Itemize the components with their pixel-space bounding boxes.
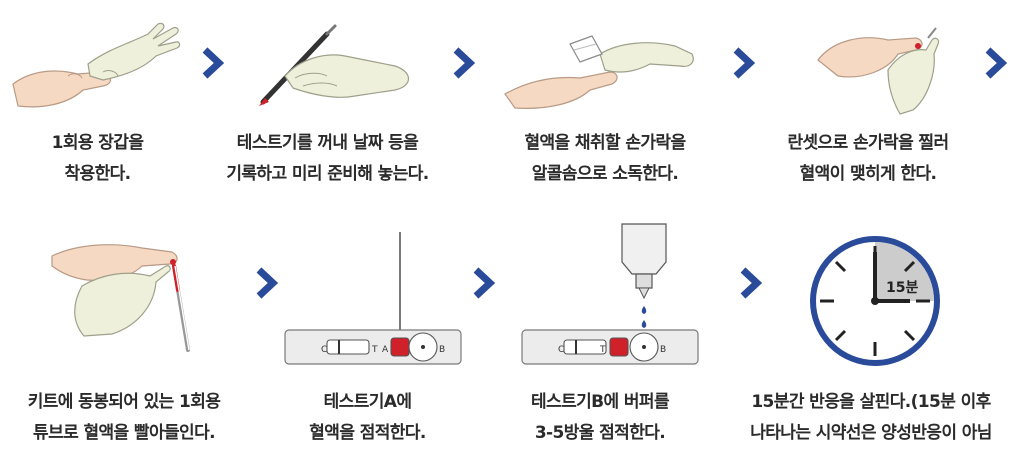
caption-line: 착용한다.: [64, 164, 131, 184]
step-caption: 테스트기를 꺼내 날짜 등을 기록하고 미리 준비해 놓는다.: [200, 128, 455, 190]
step-caption: 혈액을 채취할 손가락을 알콜솜으로 소독한다.: [490, 128, 720, 190]
caption-line: 혈액을 점적한다.: [309, 423, 426, 443]
chevron-right-icon: [453, 47, 476, 79]
step-caption: 란셋으로 손가락을 찔러 혈액이 맺히게 한다.: [758, 128, 978, 190]
caption-line: 나타나는 시약선은 양성반응이 아님: [750, 423, 992, 443]
caption-line: 테스트기를 꺼내 날짜 등을: [236, 133, 419, 153]
chevron-right-icon: [740, 267, 763, 299]
label-t: T: [371, 345, 378, 355]
capillary-tube-icon: [51, 244, 190, 352]
caption-line: 테스트기A에: [323, 392, 412, 412]
clock-icon: 15분: [810, 236, 940, 366]
label-a: A: [382, 345, 389, 355]
chevron-right-icon: [473, 267, 496, 299]
test-device-icon: C T A B: [284, 232, 462, 365]
label-c: C: [321, 345, 327, 355]
caption-line: 테스트기B에 버퍼를: [531, 392, 670, 412]
caption-line: 혈액을 채취할 손가락을: [524, 133, 686, 153]
pen-hand-icon: [259, 24, 410, 106]
caption-line: 기록하고 미리 준비해 놓는다.: [226, 164, 429, 184]
step-caption: 1회용 장갑을 착용한다.: [10, 128, 185, 190]
step-caption: 테스트기A에 혈액을 점적한다.: [280, 387, 455, 449]
caption-line: 1회용 장갑을: [51, 133, 144, 153]
step-caption: 키트에 동봉되어 있는 1회용 튜브로 혈액을 빨아들인다.: [4, 387, 244, 449]
alcohol-swab-icon: [504, 35, 694, 109]
lancet-hand-icon: [817, 27, 940, 115]
step-caption: 테스트기B에 버퍼를 3-5방울 점적한다.: [500, 387, 700, 449]
buffer-bottle-icon: C T A B: [521, 223, 699, 365]
step-caption: 15분간 반응을 살핀다.(15분 이후 나타나는 시약선은 양성반응이 아님: [732, 387, 1010, 449]
chevron-right-icon: [256, 267, 279, 299]
caption-line: 혈액이 맺히게 한다.: [799, 164, 937, 184]
timer-label: 15분: [886, 280, 918, 296]
label-b: B: [439, 345, 445, 355]
chevron-right-icon: [985, 47, 1008, 79]
label-t: T: [599, 345, 606, 355]
caption-line: 란셋으로 손가락을 찔러: [787, 133, 949, 153]
caption-line: 알콜솜으로 소독한다.: [531, 164, 679, 184]
chevron-right-icon: [733, 47, 756, 79]
caption-line: 15분간 반응을 살핀다.(15분 이후: [751, 392, 991, 412]
glove-hand-icon: [12, 22, 181, 108]
label-b: B: [660, 345, 666, 355]
caption-line: 튜브로 혈액을 빨아들인다.: [33, 423, 216, 443]
label-c: C: [558, 345, 564, 355]
caption-line: 3-5방울 점적한다.: [534, 423, 666, 443]
caption-line: 키트에 동봉되어 있는 1회용: [27, 392, 221, 412]
chevron-right-icon: [202, 47, 225, 79]
